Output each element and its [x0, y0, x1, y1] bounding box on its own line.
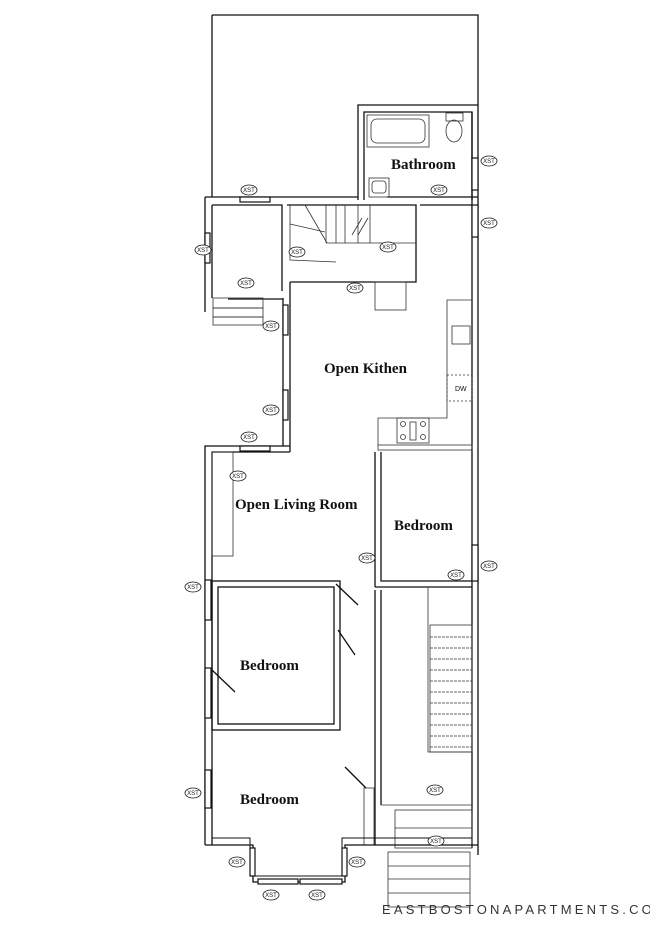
- window-tag-label: XST: [197, 248, 209, 254]
- window-tag-label: XST: [240, 281, 252, 287]
- window-tag-label: XST: [231, 860, 243, 866]
- window: [471, 157, 479, 191]
- window-tag-label: XST: [450, 573, 462, 579]
- window: [249, 847, 256, 877]
- window-tag: XST: [480, 217, 498, 229]
- window: [239, 196, 271, 203]
- toilet-icon: [445, 112, 464, 143]
- window-tag: XST: [184, 581, 202, 593]
- room-label-bedroom-front: Bedroom: [240, 792, 299, 808]
- window: [257, 878, 299, 885]
- window-tag-label: XST: [361, 556, 373, 562]
- stair-steps: [430, 636, 472, 748]
- window: [341, 847, 348, 877]
- window-tag-label: XST: [429, 788, 441, 794]
- window-tag: XST: [379, 241, 397, 253]
- window-tag-label: XST: [243, 435, 255, 441]
- window-tag: XST: [240, 184, 258, 196]
- window: [299, 878, 343, 885]
- window-tag: XST: [348, 856, 366, 868]
- window: [471, 204, 479, 238]
- window-tag: XST: [262, 889, 280, 901]
- window-tag-label: XST: [265, 408, 277, 414]
- window-tag-label: XST: [265, 324, 277, 330]
- window-tag-label: XST: [291, 250, 303, 256]
- window: [282, 304, 289, 336]
- window-tag: XST: [194, 244, 212, 256]
- window-tag: XST: [426, 784, 444, 796]
- window: [239, 445, 271, 452]
- window-tag-label: XST: [232, 474, 244, 480]
- window-tag-label: XST: [433, 188, 445, 194]
- window-tag: XST: [288, 246, 306, 258]
- window-tag: XST: [358, 552, 376, 564]
- room-label-bedroom-middle: Bedroom: [240, 658, 299, 674]
- watermark: EASTBOSTONAPARTMENTS.COM: [382, 902, 650, 917]
- kitchen-sink: [451, 325, 471, 345]
- window-tag: XST: [240, 431, 258, 443]
- window-tag-label: XST: [187, 585, 199, 591]
- window-tag: XST: [430, 184, 448, 196]
- window: [471, 544, 479, 582]
- window: [204, 667, 212, 719]
- window-tag: XST: [229, 470, 247, 482]
- bathroom-sink-icon: [368, 177, 390, 198]
- window: [204, 579, 212, 621]
- window-tag: XST: [228, 856, 246, 868]
- fixtures: [366, 112, 464, 198]
- window-tag-label: XST: [483, 564, 495, 570]
- dishwasher-label: DW: [455, 386, 467, 393]
- window-tag: XST: [346, 282, 364, 294]
- window-tag: XST: [262, 320, 280, 332]
- window-tag-label: XST: [243, 188, 255, 194]
- window-tag-label: XST: [430, 839, 442, 845]
- window: [204, 769, 212, 809]
- room-label-bathroom: Bathroom: [391, 157, 456, 173]
- window-tag: XST: [480, 155, 498, 167]
- window-tag: XST: [308, 889, 326, 901]
- room-label-living-room: Open Living Room: [235, 497, 358, 513]
- window-tag-label: XST: [483, 159, 495, 165]
- window-tag-label: XST: [265, 893, 277, 899]
- window-tag-label: XST: [483, 221, 495, 227]
- window-tag: XST: [427, 835, 445, 847]
- walls: DW: [204, 14, 479, 908]
- window-tags: XST XST XST XST XST XST XST XST XST XST XST XST XST X…: [184, 155, 498, 901]
- window-tag-label: XST: [187, 791, 199, 797]
- window-tag: XST: [480, 560, 498, 572]
- room-label-kitchen: Open Kithen: [324, 361, 408, 377]
- window-tag: XST: [447, 569, 465, 581]
- window-tag: XST: [262, 404, 280, 416]
- staircase: [429, 624, 473, 753]
- window-tag-label: XST: [382, 245, 394, 251]
- closet: [211, 451, 234, 557]
- bathtub-icon: [366, 114, 430, 148]
- window: [282, 389, 289, 421]
- stove-icon: [396, 417, 430, 444]
- window-tag-label: XST: [311, 893, 323, 899]
- window-tag: XST: [237, 277, 255, 289]
- window-tag: XST: [184, 787, 202, 799]
- window-tag-label: XST: [351, 860, 363, 866]
- room-label-bedroom-right: Bedroom: [394, 518, 453, 534]
- window-tag-label: XST: [349, 286, 361, 292]
